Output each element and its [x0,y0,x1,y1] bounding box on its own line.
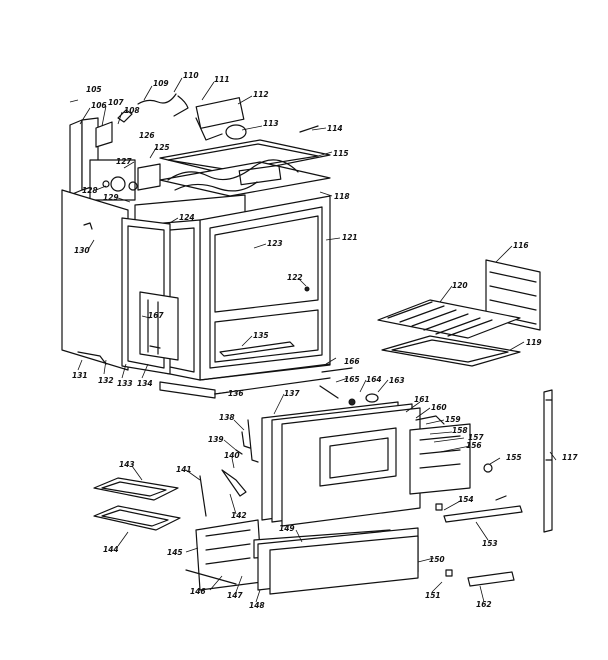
label-149: 149 [279,524,295,533]
label-162: 162 [476,600,492,609]
label-142: 142 [231,511,247,520]
label-167: 167 [148,311,164,320]
label-166: 166 [344,357,360,366]
label-125: 125 [154,143,170,152]
leader-lines [69,77,557,603]
label-136: 136 [228,389,244,398]
label-118: 118 [334,192,350,201]
label-107: 107 [108,98,124,107]
label-155: 155 [506,453,522,462]
label-110: 110 [183,71,199,80]
label-147: 147 [227,591,243,600]
label-157: 157 [468,433,484,442]
label-148: 148 [249,601,265,610]
label-109: 109 [153,79,169,88]
small-hardware [199,385,379,517]
oven-racks [377,259,541,367]
label-140: 140 [224,451,240,460]
label-126: 126 [139,131,155,140]
label-127: 127 [116,157,132,166]
label-112: 112 [253,90,269,99]
label-121: 121 [342,233,358,242]
label-163: 163 [389,376,405,385]
label-144: 144 [103,545,119,554]
label-153: 153 [482,539,498,548]
label-105: 105 [86,85,102,94]
label-129: 129 [103,193,119,202]
side-panels [61,189,179,375]
label-160: 160 [431,403,447,412]
part-labels: 105 106 107 108 109 110 111 112 113 114 … [72,71,578,610]
label-137: 137 [284,389,300,398]
label-108: 108 [124,106,140,115]
label-116: 116 [513,241,529,250]
label-154: 154 [458,495,474,504]
bottom-trim [159,367,353,399]
label-115: 115 [333,149,349,158]
cooktop-assembly [159,139,331,197]
label-133: 133 [117,379,133,388]
label-151: 151 [425,591,441,600]
label-124: 124 [179,213,195,222]
label-111: 111 [214,75,230,84]
label-114: 114 [327,124,343,133]
label-134: 134 [137,379,153,388]
label-128: 128 [82,186,98,195]
label-135: 135 [253,331,269,340]
label-165: 165 [344,375,360,384]
label-156: 156 [466,441,482,450]
label-122: 122 [287,273,303,282]
label-130: 130 [74,246,90,255]
label-164: 164 [366,375,382,384]
label-131: 131 [72,371,88,380]
label-143: 143 [119,460,135,469]
storage-drawer [185,519,419,595]
label-106: 106 [91,101,107,110]
label-145: 145 [167,548,183,557]
label-119: 119 [526,338,542,347]
label-141: 141 [176,465,192,474]
label-146: 146 [190,587,206,596]
broiler-pans [93,477,181,531]
label-113: 113 [263,119,279,128]
drawer-rails [435,389,553,587]
oven-door-assembly [247,401,493,527]
label-120: 120 [452,281,468,290]
backguard-assembly [69,93,319,201]
label-132: 132 [98,376,114,385]
label-150: 150 [429,555,445,564]
label-138: 138 [219,413,235,422]
label-158: 158 [452,426,468,435]
label-123: 123 [267,239,283,248]
label-117: 117 [562,453,578,462]
label-159: 159 [445,415,461,424]
label-139: 139 [208,435,224,444]
label-161: 161 [414,395,430,404]
